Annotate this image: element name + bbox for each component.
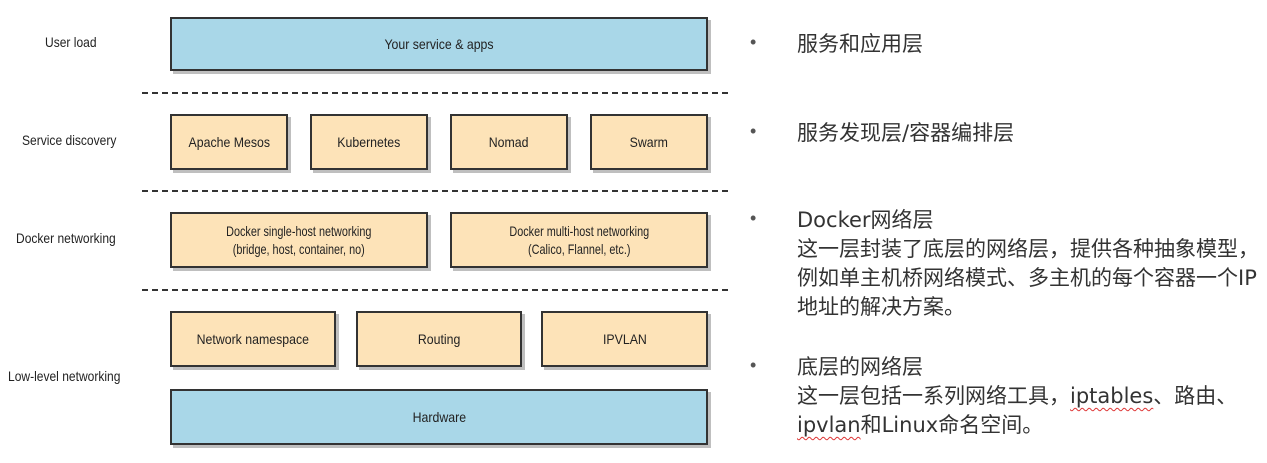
box-label: Network namespace (196, 331, 310, 347)
box-network-namespace: Network namespace (170, 311, 336, 367)
box-kubernetes: Kubernetes (310, 114, 428, 170)
layer-divider (142, 289, 728, 291)
bullet-title: 底层的网络层 (797, 355, 923, 379)
bullet-dot: • (750, 121, 757, 141)
box-ipvlan: IPVLAN (541, 311, 708, 367)
box-label: Hardware (412, 409, 466, 425)
bullet-dot: • (750, 32, 757, 52)
box-swarm: Swarm (590, 114, 708, 170)
box-your-service-apps: Your service & apps (170, 17, 708, 71)
box-docker-multi-host: Docker multi-host networking (Calico, Fl… (450, 212, 708, 268)
bullet-title: 服务发现层/容器编排层 (797, 121, 1015, 145)
layer-divider (142, 92, 728, 94)
layer-label-docker-networking: Docker networking (16, 230, 116, 246)
body-text: 、路由、 (1153, 384, 1238, 408)
box-line-2: (Calico, Flannel, etc.) (527, 241, 631, 257)
layer-label-user-load: User load (45, 34, 97, 50)
layer-label-low-level-networking: Low-level networking (8, 368, 121, 384)
layer-divider (142, 190, 728, 192)
box-routing: Routing (356, 311, 522, 367)
bullet-title: Docker网络层 (797, 208, 934, 232)
bullet-block: 底层的网络层 这一层包括一系列网络工具，iptables、路由、 ipvlan和L… (797, 353, 1267, 440)
bullet-block: Docker网络层 这一层封装了底层的网络层，提供各种抽象模型，例如单主机桥网络… (797, 206, 1267, 322)
box-line-1: Docker multi-host networking (509, 223, 649, 239)
box-line-2: (bridge, host, container, no) (233, 241, 365, 257)
box-label: Apache Mesos (188, 134, 270, 150)
box-line-1: Docker single-host networking (226, 223, 372, 239)
bullet-title: 服务和应用层 (797, 32, 923, 56)
box-label: Nomad (489, 134, 529, 150)
bullet-body: 这一层包括一系列网络工具，iptables、路由、 ipvlan和Linux命名空… (797, 382, 1267, 440)
box-hardware: Hardware (170, 389, 708, 445)
box-label: Swarm (629, 134, 669, 150)
term-ipvlan: ipvlan (797, 413, 861, 437)
box-docker-single-host: Docker single-host networking (bridge, h… (170, 212, 428, 268)
bullet-dot: • (750, 355, 757, 375)
body-text: 这一层包括一系列网络工具， (797, 384, 1070, 408)
body-text: 和Linux命名空间。 (860, 413, 1044, 437)
box-label: IPVLAN (602, 331, 647, 347)
bullet-dot: • (750, 208, 757, 228)
term-iptables: iptables (1070, 384, 1154, 408)
box-label: Your service & apps (384, 36, 494, 52)
bullet-body: 这一层封装了底层的网络层，提供各种抽象模型，例如单主机桥网络模式、多主机的每个容… (797, 237, 1259, 319)
box-nomad: Nomad (450, 114, 568, 170)
box-label: Kubernetes (337, 134, 401, 150)
box-label: Docker single-host networking (bridge, h… (216, 222, 381, 258)
layer-label-service-discovery: Service discovery (22, 132, 117, 148)
box-label: Docker multi-host networking (Calico, Fl… (500, 222, 659, 258)
box-apache-mesos: Apache Mesos (170, 114, 288, 170)
box-label: Routing (417, 331, 461, 347)
